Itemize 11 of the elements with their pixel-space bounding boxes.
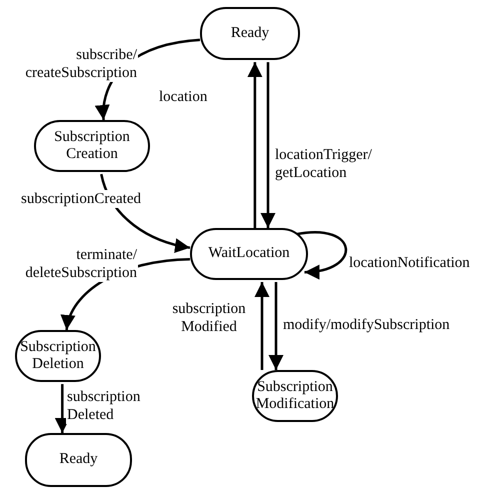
transition-arrow [268, 282, 284, 370]
transition-arrow [254, 282, 270, 370]
state-box: Subscription Deletion [15, 330, 101, 382]
state-box: Ready [200, 7, 300, 60]
state-box: Subscription Modification [252, 370, 338, 422]
state-box: Ready [25, 433, 132, 487]
state-box: WaitLocation [190, 228, 308, 280]
transition-arrow [260, 62, 276, 228]
state-box: Subscription Creation [34, 120, 150, 172]
transition-arrow [296, 231, 348, 279]
transition-arrow [247, 62, 262, 228]
